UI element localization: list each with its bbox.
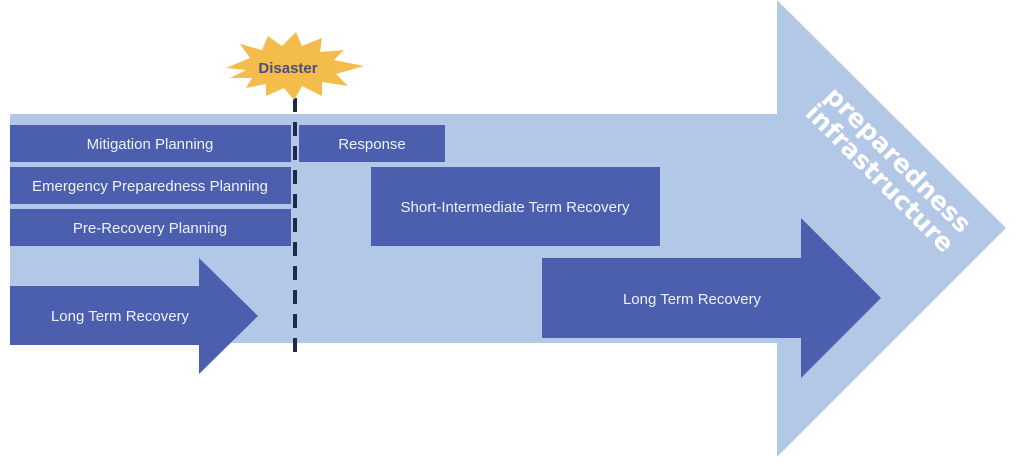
pre-disaster-long-term-recovery-arrow <box>10 258 258 374</box>
emergency-preparedness-planning-label: Emergency Preparedness Planning <box>32 178 268 195</box>
pre-disaster-long-term-recovery-label: Long Term Recovery <box>51 308 190 325</box>
response-label: Response <box>338 136 406 153</box>
post-disaster-long-term-recovery-arrow <box>542 218 881 378</box>
pre-recovery-planning-box <box>10 209 291 246</box>
mitigation-planning-box <box>10 125 291 162</box>
pre-disaster-phases: Mitigation Planning Emergency Preparedne… <box>10 125 291 246</box>
disaster-label: Disaster <box>258 60 317 77</box>
short-intermediate-term-recovery-box <box>371 167 660 246</box>
short-intermediate-term-recovery-label: Short-Intermediate Term Recovery <box>401 199 630 216</box>
emergency-preparedness-planning-box <box>10 167 291 204</box>
response-box <box>299 125 445 162</box>
pre-recovery-planning-label: Pre-Recovery Planning <box>73 220 227 237</box>
mitigation-planning-label: Mitigation Planning <box>87 136 214 153</box>
post-disaster-long-term-recovery-label: Long Term Recovery <box>623 291 762 308</box>
disaster-burst-icon <box>226 32 364 100</box>
